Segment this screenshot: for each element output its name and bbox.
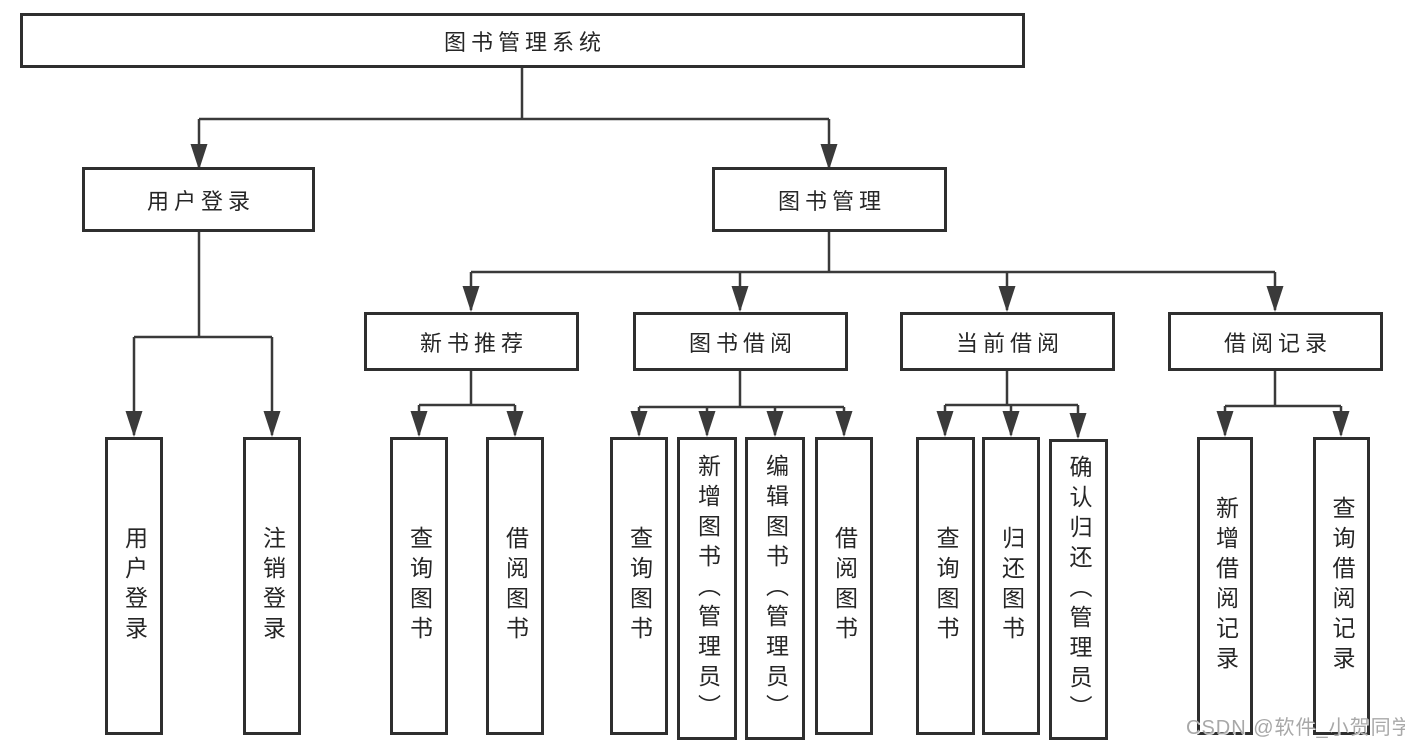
leaf-borrow-edit-books-admin: 编辑图书（管理员） <box>745 437 805 740</box>
node-current-borrow-label: 当前借阅 <box>955 330 1064 356</box>
arrowhead <box>835 411 853 437</box>
leaf-current-query-books: 查询图书 <box>916 437 975 735</box>
arrowhead <box>630 411 648 437</box>
connector-new-book-rec-to-leaves <box>410 371 524 437</box>
leaf-borrow-query-books: 查询图书 <box>610 437 668 735</box>
node-borrow-records-label: 借阅记录 <box>1223 330 1332 356</box>
connector-borrow-records-to-leaves <box>1216 371 1350 437</box>
node-book-borrow: 图书借阅 <box>633 312 848 371</box>
arrowhead <box>1266 286 1284 312</box>
leaf-current-return-books-label: 归还图书 <box>998 526 1025 646</box>
node-current-borrow: 当前借阅 <box>900 312 1115 371</box>
node-user-login-label: 用户登录 <box>146 188 255 214</box>
arrowhead <box>698 411 716 437</box>
leaf-borrow-add-books-admin-label: 新增图书（管理员） <box>694 453 721 724</box>
leaf-newrec-query-books: 查询图书 <box>390 437 448 735</box>
leaf-borrow-borrow-books-label: 借阅图书 <box>831 526 858 646</box>
arrowhead <box>263 411 281 437</box>
leaf-newrec-query-books-label: 查询图书 <box>406 526 433 646</box>
arrowhead <box>766 411 784 437</box>
leaf-borrow-query-books-label: 查询图书 <box>626 526 653 646</box>
leaf-user-login: 用户登录 <box>105 437 163 735</box>
node-user-login: 用户登录 <box>82 167 315 232</box>
leaf-records-query-record: 查询借阅记录 <box>1313 437 1370 735</box>
watermark: CSDN @软件_小贺同学 <box>1186 717 1405 739</box>
arrowhead <box>506 411 524 437</box>
arrowhead <box>1216 411 1234 437</box>
leaf-borrow-borrow-books: 借阅图书 <box>815 437 873 735</box>
node-borrow-records: 借阅记录 <box>1168 312 1383 371</box>
leaf-current-query-books-label: 查询图书 <box>933 526 959 646</box>
connector-user-login-to-leaves <box>125 232 281 437</box>
leaf-logout: 注销登录 <box>243 437 301 735</box>
arrowhead <box>1332 411 1350 437</box>
arrowhead <box>410 411 428 437</box>
leaf-current-confirm-return-admin: 确认归还（管理员） <box>1049 439 1108 740</box>
leaf-records-add-record: 新增借阅记录 <box>1197 437 1253 735</box>
arrowhead <box>820 144 838 170</box>
leaf-borrow-edit-books-admin-label: 编辑图书（管理员） <box>762 453 789 724</box>
node-book-mgmt-label: 图书管理 <box>777 188 886 214</box>
arrowhead <box>731 286 749 312</box>
leaf-records-query-record-label: 查询借阅记录 <box>1329 496 1355 676</box>
leaf-records-add-record-label: 新增借阅记录 <box>1212 496 1239 676</box>
node-root: 图书管理系统 <box>20 13 1025 68</box>
leaf-newrec-borrow-books: 借阅图书 <box>486 437 544 735</box>
arrowhead <box>125 411 143 437</box>
arrowhead <box>1002 411 1020 437</box>
connector-book-mgmt-to-level3 <box>462 232 1284 312</box>
node-new-book-rec: 新书推荐 <box>364 312 579 371</box>
node-new-book-rec-label: 新书推荐 <box>419 330 528 356</box>
node-book-borrow-label: 图书借阅 <box>688 330 797 356</box>
leaf-newrec-borrow-books-label: 借阅图书 <box>502 526 529 646</box>
arrowhead <box>462 286 480 312</box>
node-root-label: 图书管理系统 <box>443 29 606 55</box>
arrowhead <box>190 144 208 170</box>
node-book-mgmt: 图书管理 <box>712 167 947 232</box>
leaf-user-login-label: 用户登录 <box>121 526 148 646</box>
leaf-current-confirm-return-admin-label: 确认归还（管理员） <box>1066 454 1092 725</box>
connector-current-borrow-to-leaves <box>936 371 1087 439</box>
arrowhead <box>936 411 954 437</box>
leaf-logout-label: 注销登录 <box>259 526 286 646</box>
arrowhead <box>1069 413 1087 439</box>
connector-book-borrow-to-leaves <box>630 371 853 437</box>
leaf-borrow-add-books-admin: 新增图书（管理员） <box>677 437 737 740</box>
connector-root-to-level2 <box>190 66 838 170</box>
arrowhead <box>998 286 1016 312</box>
leaf-current-return-books: 归还图书 <box>982 437 1040 735</box>
